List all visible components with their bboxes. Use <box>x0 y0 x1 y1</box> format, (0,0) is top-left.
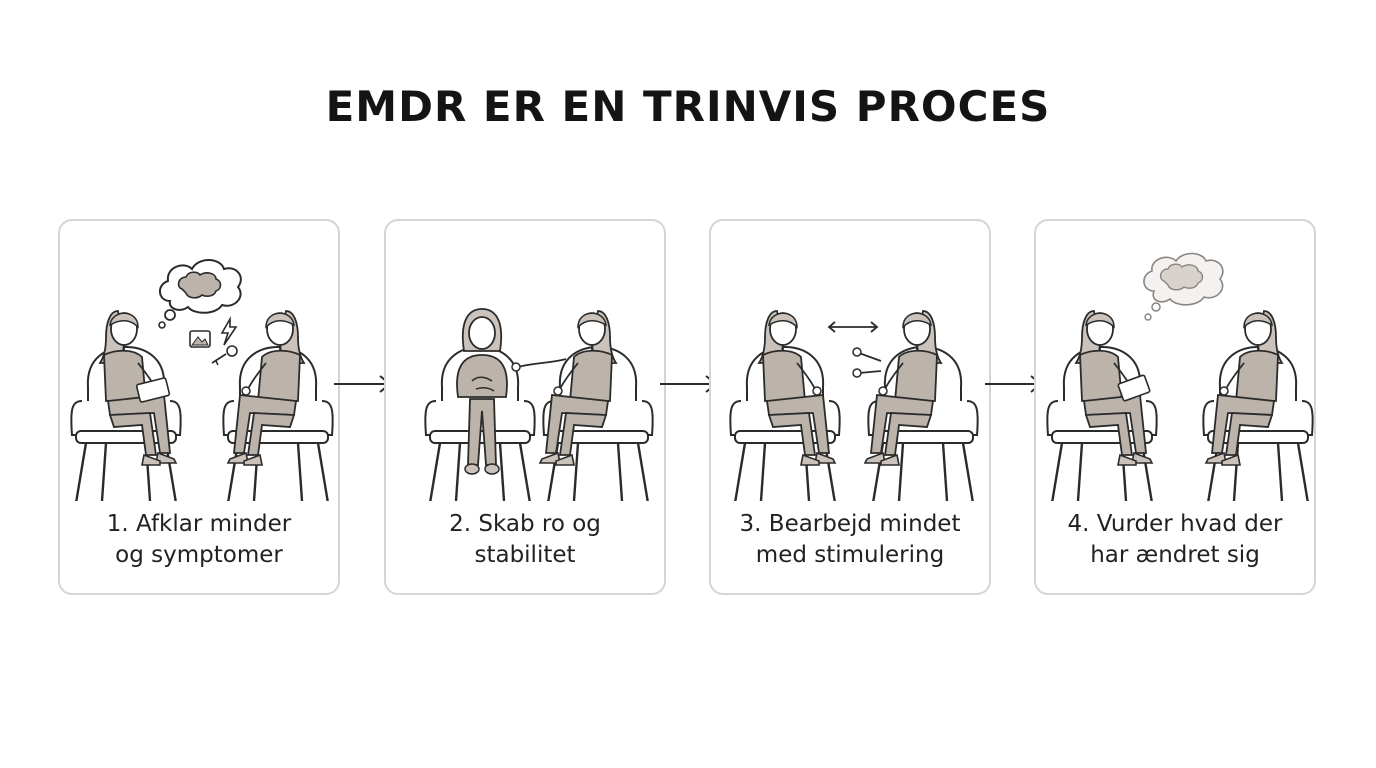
brain-icon <box>1159 263 1204 291</box>
page-title: EMDR ER EN TRINVIS PROCES <box>325 82 1051 131</box>
step-4-caption: 4. Vurder hvad der har ændret sig <box>1067 511 1283 568</box>
lightning-icon <box>220 315 238 346</box>
step-3-illustration <box>729 310 979 501</box>
step-4-illustration <box>1046 252 1314 501</box>
step-card-4: 4. Vurder hvad der har ændret sig <box>1034 219 1316 595</box>
step-1-illustration <box>70 259 334 501</box>
step-card-2: 2. Skab ro og stabilitet <box>384 219 666 595</box>
double-arrow-icon <box>827 321 879 333</box>
step-1-caption: 1. Afklar minder og symptomer <box>106 511 292 568</box>
key-icon <box>211 345 238 366</box>
step-2-illustration <box>424 308 654 501</box>
step-card-3: 3. Bearbejd mindet med stimulering <box>709 219 991 595</box>
step-card-1: 1. Afklar minder og symptomer <box>58 219 340 595</box>
brain-icon <box>177 271 222 299</box>
step-2-caption: 2. Skab ro og stabilitet <box>449 511 601 568</box>
client-seated-front <box>456 308 508 475</box>
image-icon <box>189 330 211 348</box>
step-3-caption: 3. Bearbejd mindet med stimulering <box>739 511 961 568</box>
